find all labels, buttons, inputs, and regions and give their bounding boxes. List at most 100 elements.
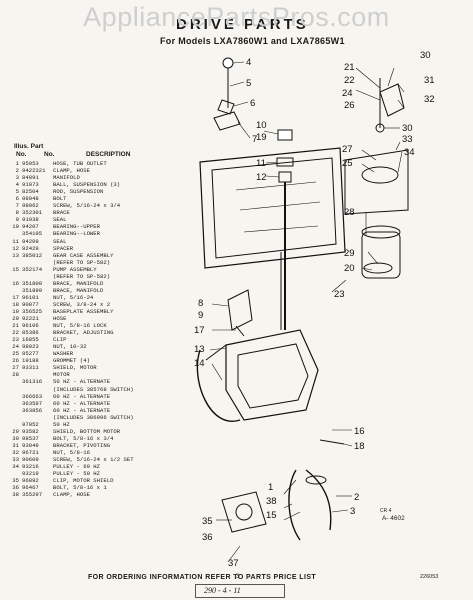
callout-30a: 30 <box>420 50 431 61</box>
description-cell: BRACE, MANIFOLD <box>53 279 104 287</box>
callout-12: 12 <box>256 172 267 183</box>
illus-no-cell: 9 <box>15 216 19 224</box>
illus-no-cell: 38 <box>12 491 19 499</box>
motor <box>361 231 401 279</box>
callout-7: 7 <box>252 134 257 145</box>
description-cell: NUT, 5/8-16 LOCK <box>53 322 107 330</box>
page-number: 3 <box>236 574 240 580</box>
description-cell: BRACKET, ADJUSTING <box>53 329 114 337</box>
illus-no-cell: 17 <box>12 293 19 301</box>
part-no-cell: 366663 <box>22 392 43 400</box>
illus-no-cell: 15 <box>12 265 19 273</box>
diagram-code: A- 4602 <box>382 515 405 522</box>
part-no-cell: 363856 <box>22 406 43 414</box>
illus-no-cell: 24 <box>12 343 19 351</box>
callout-25: 25 <box>342 158 353 169</box>
callout-20: 20 <box>344 263 355 274</box>
callout-36: 36 <box>202 532 213 543</box>
callout-9: 9 <box>198 310 203 321</box>
callout-32: 32 <box>424 94 435 105</box>
part-no-cell: 92221 <box>22 315 39 323</box>
pulley <box>361 166 399 184</box>
illus-no-cell: 10 <box>12 223 19 231</box>
description-cell: SHIELD, MOTOR <box>53 364 97 372</box>
callout-17b: 16 <box>354 426 365 437</box>
suspension-bolt <box>217 99 235 115</box>
description-cell: (REFER TO SP-582) <box>53 258 111 266</box>
pivoting-bracket <box>379 83 405 117</box>
illus-no-cell: 31 <box>12 441 19 449</box>
part-no-cell: 16855 <box>22 336 39 344</box>
belt <box>196 349 241 422</box>
callout-37: 37 <box>228 558 239 569</box>
description-cell: BEARING--UPPER <box>53 223 100 231</box>
description-cell: 50 HZ - ALTERNATE <box>53 378 111 386</box>
illus-no-cell: 6 <box>15 195 19 203</box>
description-cell: SEAL <box>53 237 67 245</box>
diagram-code-small: CR 4 <box>380 508 392 514</box>
illus-no-cell: 3 <box>15 174 19 182</box>
part-no-cell: 90877 <box>22 300 39 308</box>
description-cell: 60 HZ - ALTERNATE <box>53 406 111 414</box>
upper-bearing <box>277 129 293 141</box>
part-no-cell: 351899 <box>22 286 43 294</box>
illus-no-cell: 33 <box>12 455 19 463</box>
description-cell: GEAR CASE ASSEMBLY <box>53 251 114 259</box>
part-no-cell: 82504 <box>22 188 39 196</box>
description-cell: SPACER <box>53 244 74 252</box>
col-header-illus: Illus. Part <box>14 143 44 150</box>
description-cell: PUMP ASSEMBLY <box>53 265 97 273</box>
table-row: (REFER TO SP-582) <box>9 259 184 266</box>
illus-no-cell: 32 <box>12 448 19 456</box>
callout-35: 35 <box>202 516 213 527</box>
description-cell: NUT, 5/16-24 <box>53 293 94 301</box>
part-no-cell: 93582 <box>22 427 39 435</box>
callout-10: 10 <box>256 120 267 131</box>
callout-24: 24 <box>342 88 353 99</box>
callout-33: 33 <box>402 134 413 145</box>
part-no-cell: 361316 <box>22 378 43 386</box>
part-no-cell: 356525 <box>22 307 43 315</box>
motor-shield <box>344 149 409 215</box>
table-row: 363856 60 HZ - ALTERNATE <box>9 407 184 414</box>
description-cell: BOLT <box>53 195 67 203</box>
spacer <box>278 171 292 183</box>
ordering-instruction: FOR ORDERING INFORMATION REFER TO PARTS … <box>88 574 317 581</box>
illus-no-cell: 23 <box>12 336 19 344</box>
callout-8: 8 <box>198 298 203 309</box>
callout-18: 18 <box>354 441 365 452</box>
handwritten-note: 290 - 4 - 11 <box>195 584 285 598</box>
callout-1: 1 <box>268 482 273 493</box>
part-no-cell: 98537 <box>22 434 39 442</box>
part-no-cell: 96721 <box>22 448 39 456</box>
description-cell: BOLT, 5/8-16 x 1 <box>53 484 107 492</box>
callout-30b: 30 <box>402 123 413 134</box>
part-no-cell: 96892 <box>22 477 39 485</box>
description-cell: CLAMP, HOSE <box>53 491 90 499</box>
illus-no-cell: 8 <box>15 209 19 217</box>
callout-34: 34 <box>404 147 415 158</box>
illus-no-cell: 4 <box>15 181 19 189</box>
description-cell: MOTOR <box>53 371 70 379</box>
description-cell: HOSE, TUB OUTLET <box>53 160 107 167</box>
illus-no-cell: 20 <box>12 315 19 323</box>
part-no-cell: 97052 <box>22 420 39 428</box>
part-no-cell: 90609 <box>22 455 39 463</box>
col-header-description: DESCRIPTION <box>86 151 131 158</box>
